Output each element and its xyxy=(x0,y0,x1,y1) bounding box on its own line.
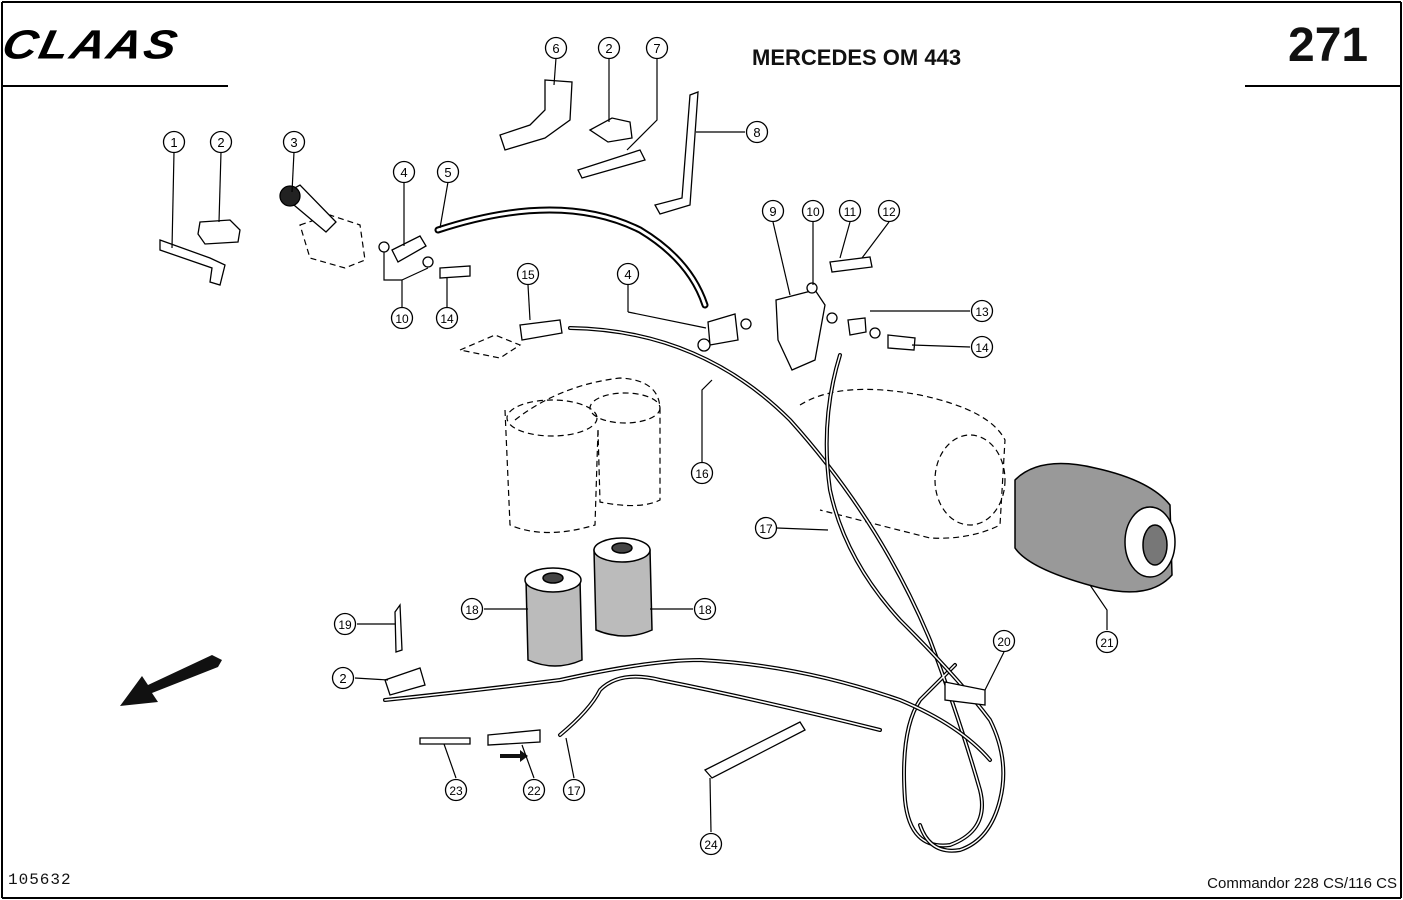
fittings xyxy=(279,184,916,653)
page-number: 271 xyxy=(1288,19,1369,72)
callout-label: 22 xyxy=(527,784,541,798)
callout-label: 11 xyxy=(844,205,857,219)
callout-label: 5 xyxy=(444,165,451,180)
callout-3: 3 xyxy=(282,130,306,154)
callout-9: 9 xyxy=(761,199,785,223)
callout-label: 7 xyxy=(653,41,660,56)
callout-12: 12 xyxy=(877,199,901,223)
callout-label: 8 xyxy=(753,125,760,140)
callout-15: 15 xyxy=(516,262,540,286)
callout-label: 2 xyxy=(605,41,612,56)
callout-label: 16 xyxy=(695,467,709,481)
callout-label: 10 xyxy=(395,312,409,326)
callout-2c: 2 xyxy=(331,666,355,690)
callout-label: 6 xyxy=(552,41,559,56)
brand-logo: CLAAS xyxy=(0,22,184,68)
callout-2: 2 xyxy=(209,130,233,154)
callout-label: 17 xyxy=(567,784,581,798)
filter-cartridges xyxy=(524,462,1176,667)
callout-label: 17 xyxy=(759,522,773,536)
document-number: 105632 xyxy=(8,871,72,889)
callout-label: 13 xyxy=(975,305,989,319)
callout-label: 21 xyxy=(1100,636,1114,650)
fuel-lines xyxy=(383,206,1006,853)
callout-6: 6 xyxy=(544,36,568,60)
callout-label: 3 xyxy=(290,135,297,150)
callout-label: 4 xyxy=(624,267,631,282)
callout-label: 10 xyxy=(806,205,820,219)
callout-20: 20 xyxy=(992,629,1016,653)
callout-16: 16 xyxy=(690,461,714,485)
callout-17b: 17 xyxy=(562,778,586,802)
callout-1: 1 xyxy=(162,130,186,154)
callout-17: 17 xyxy=(754,516,778,540)
callout-23: 23 xyxy=(444,778,468,802)
callout-10: 10 xyxy=(801,199,825,223)
callout-5: 5 xyxy=(436,160,460,184)
direction-arrow xyxy=(120,655,222,706)
callout-label: 20 xyxy=(997,635,1011,649)
leader-lines xyxy=(171,57,1108,833)
bracket-parts xyxy=(159,79,986,779)
dashed-ghost-parts xyxy=(299,214,1006,539)
callout-18: 18 xyxy=(460,597,484,621)
small-arrow xyxy=(500,750,528,762)
callout-22: 22 xyxy=(522,778,546,802)
model-label: Commandor 228 CS/116 CS xyxy=(1207,875,1397,892)
callout-24: 24 xyxy=(699,832,723,856)
callout-label: 19 xyxy=(338,618,352,632)
callout-label: 14 xyxy=(440,312,454,326)
callout-4b: 4 xyxy=(616,262,640,286)
callout-10b: 10 xyxy=(390,306,414,330)
callout-18b: 18 xyxy=(693,597,717,621)
callout-label: 23 xyxy=(449,784,463,798)
callout-label: 15 xyxy=(521,268,535,282)
callout-2b: 2 xyxy=(597,36,621,60)
callout-19: 19 xyxy=(333,612,357,636)
callout-7: 7 xyxy=(645,36,669,60)
callout-14: 14 xyxy=(435,306,459,330)
page-title: MERCEDES OM 443 xyxy=(752,45,962,70)
callout-13: 13 xyxy=(970,299,994,323)
callout-8: 8 xyxy=(745,120,769,144)
callout-label: 1 xyxy=(170,135,177,150)
callout-label: 9 xyxy=(769,204,776,219)
callout-label: 12 xyxy=(882,205,896,219)
callout-14b: 14 xyxy=(970,335,994,359)
callout-label: 14 xyxy=(975,341,989,355)
callout-label: 4 xyxy=(400,165,407,180)
callout-label: 18 xyxy=(698,603,712,617)
callout-label: 2 xyxy=(217,135,224,150)
callout-label: 18 xyxy=(465,603,479,617)
callout-label: 2 xyxy=(339,671,346,686)
callout-4: 4 xyxy=(392,160,416,184)
callout-21: 21 xyxy=(1095,630,1119,654)
callout-label: 24 xyxy=(704,838,718,852)
callout-11: 11 xyxy=(838,199,862,223)
callouts: 1 2 3 4 5 6 2 7 8 9 10 11 12 10 14 15 4 … xyxy=(162,36,1119,856)
